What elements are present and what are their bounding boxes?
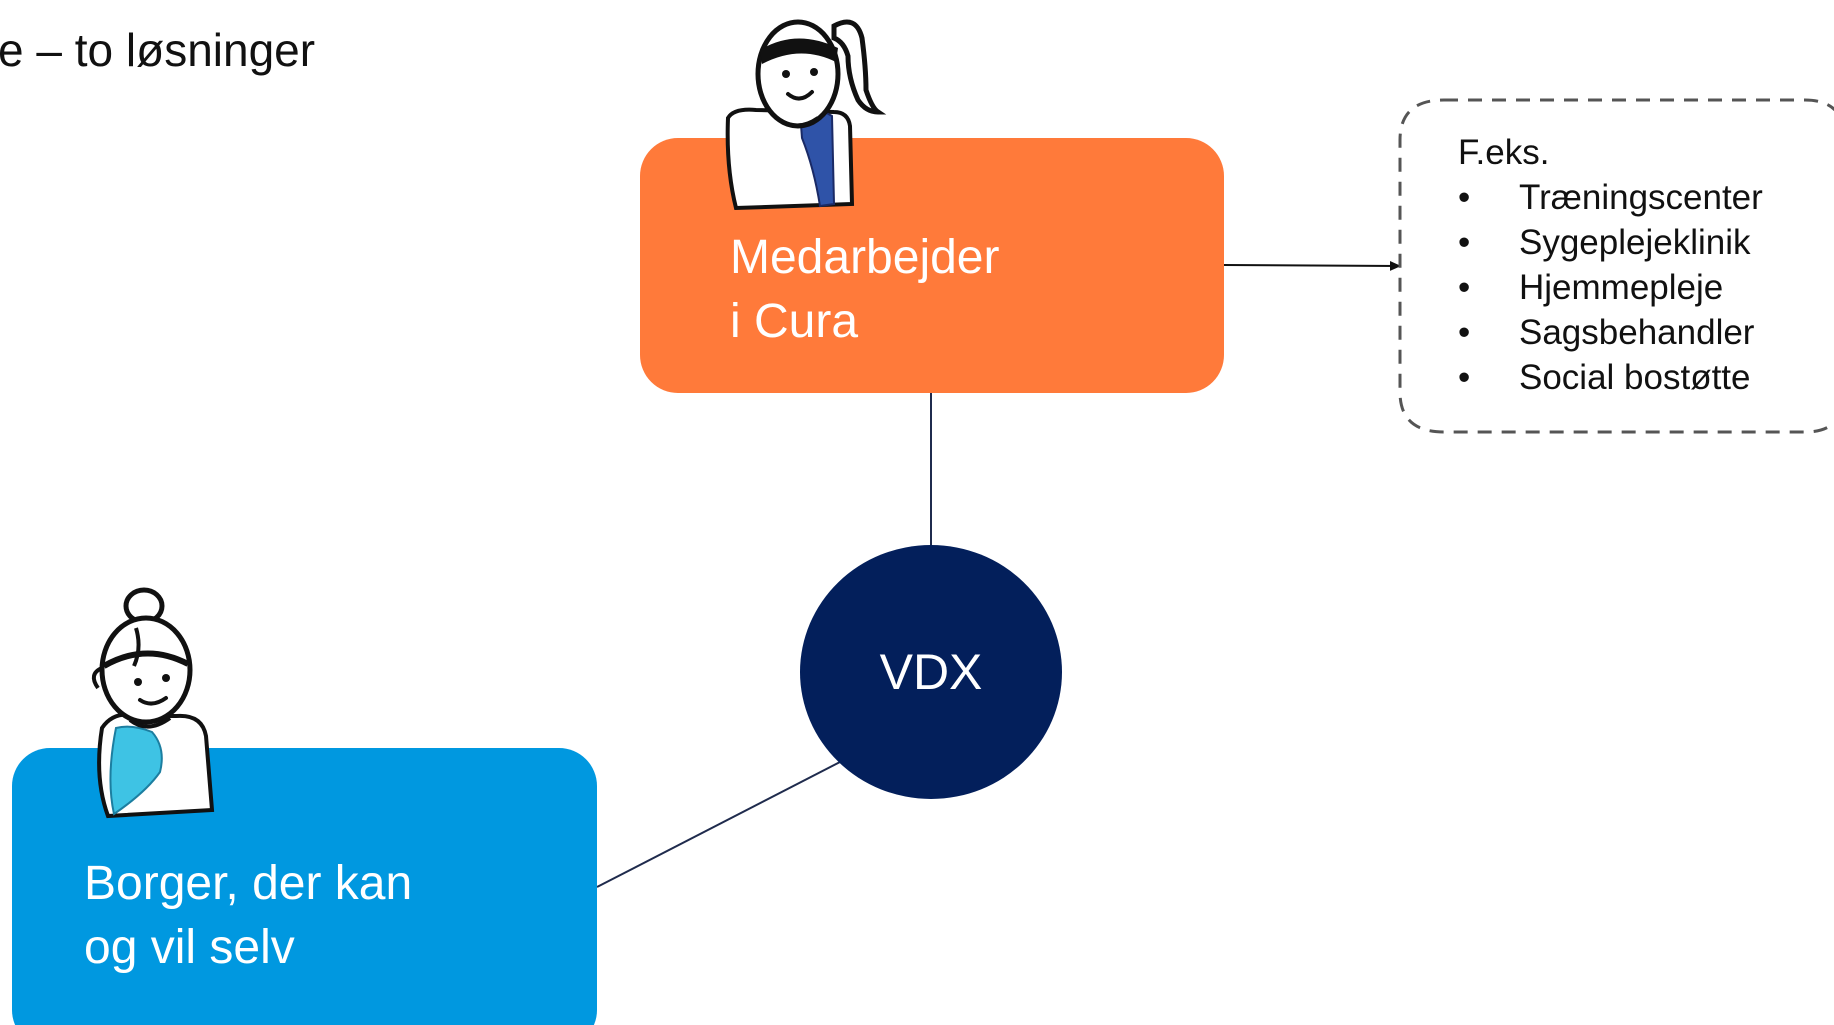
medarbejder-label-line2: i Cura bbox=[730, 295, 859, 348]
examples-item-label: Hjemmepleje bbox=[1519, 268, 1724, 307]
medarbejder-label: Medarbejder i Cura bbox=[730, 226, 999, 354]
bullet-icon: • bbox=[1458, 268, 1471, 307]
examples-item: • Social bostøtte bbox=[1458, 355, 1763, 400]
staff-woman-illustration bbox=[725, 19, 887, 211]
bullet-icon: • bbox=[1458, 178, 1471, 217]
borger-label: Borger, der kan og vil selv bbox=[84, 852, 412, 980]
examples-item: • Sygeplejeklinik bbox=[1458, 220, 1763, 265]
page-title: e – to løsninger bbox=[0, 24, 316, 76]
borger-label-line1: Borger, der kan bbox=[84, 857, 413, 910]
vdx-label: VDX bbox=[879, 644, 983, 700]
arrow-medarbejder-examples bbox=[1223, 260, 1401, 271]
examples-item-label: Sagsbehandler bbox=[1519, 313, 1755, 352]
vdx-node: VDX bbox=[800, 545, 1062, 799]
medarbejder-label-line1: Medarbejder bbox=[730, 231, 1000, 284]
borger-label-line2: og vil selv bbox=[84, 921, 295, 974]
borger-node: Borger, der kan og vil selv bbox=[12, 748, 597, 1025]
examples-item: • Træningscenter bbox=[1458, 175, 1763, 220]
bullet-icon: • bbox=[1458, 358, 1471, 397]
bullet-icon: • bbox=[1458, 223, 1471, 262]
examples-items: • Træningscenter • Sygeplejeklinik • Hjemme… bbox=[1458, 175, 1763, 400]
bullet-icon: • bbox=[1458, 313, 1471, 352]
examples-item: • Sagsbehandler bbox=[1458, 310, 1763, 355]
examples-item: • Hjemmepleje bbox=[1458, 265, 1763, 310]
connector-borger-vdx bbox=[596, 761, 841, 888]
citizen-woman-illustration bbox=[91, 587, 215, 819]
examples-list: F.eks. • Træningscenter • Sygeplejeklinik … bbox=[1458, 130, 1763, 400]
examples-item-label: Social bostøtte bbox=[1519, 358, 1751, 397]
examples-heading: F.eks. bbox=[1458, 133, 1550, 172]
examples-item-label: Træningscenter bbox=[1519, 178, 1763, 217]
examples-item-label: Sygeplejeklinik bbox=[1519, 223, 1751, 262]
scarf-icon bbox=[109, 725, 163, 816]
